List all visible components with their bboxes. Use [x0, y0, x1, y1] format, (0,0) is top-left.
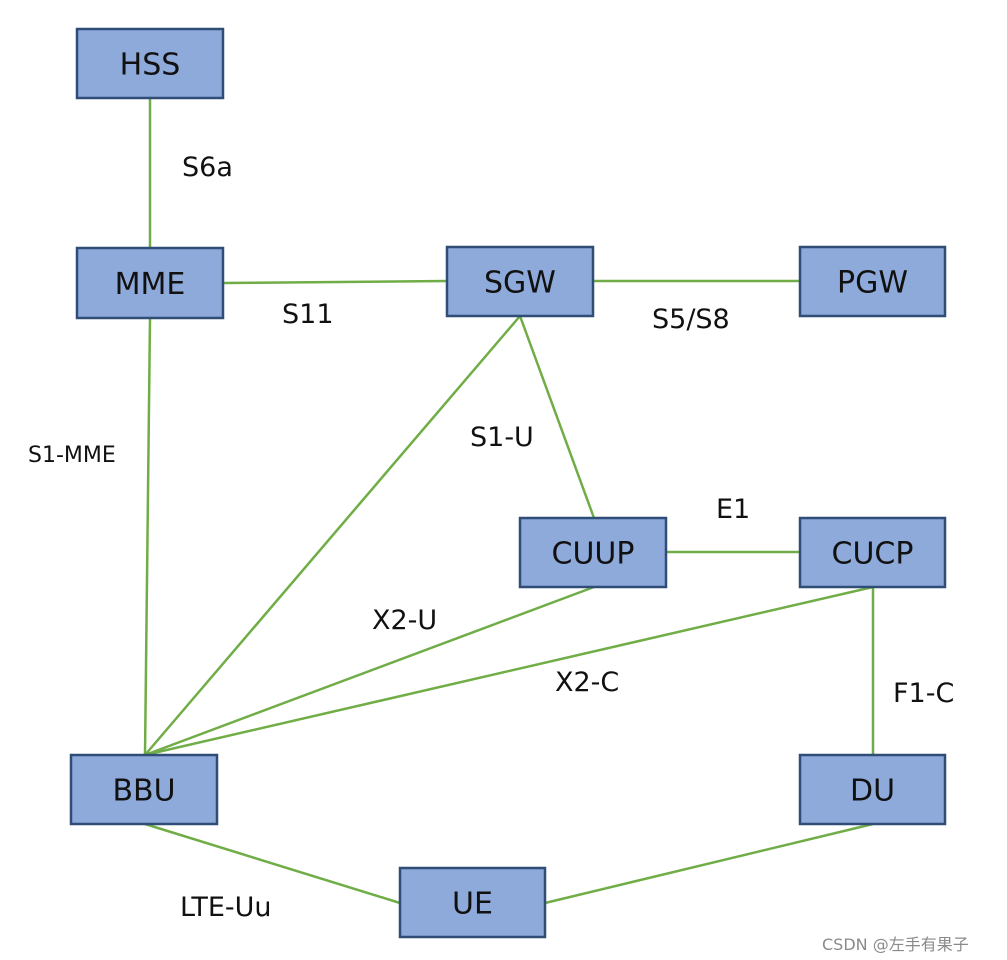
node-box-pgw: [798, 245, 947, 318]
link-duue: [544, 822, 874, 905]
link-label-s11: S11: [282, 299, 334, 330]
node-label-du: DU: [850, 774, 895, 809]
links-layer: [143, 98, 875, 905]
node-cuup: CUUP: [518, 516, 668, 589]
link-label-s5s8: S5/S8: [652, 304, 730, 335]
node-box-hss: [75, 27, 225, 100]
node-bbu: BBU: [69, 753, 219, 826]
node-label-cucp: CUCP: [832, 537, 914, 572]
node-box-sgw: [445, 245, 595, 318]
node-mme: MME: [75, 246, 225, 320]
node-label-mme: MME: [115, 267, 186, 302]
link-x2c: [144, 585, 874, 757]
node-ue: UE: [398, 866, 547, 939]
node-sgw: SGW: [445, 245, 595, 318]
link-label-e1: E1: [716, 494, 750, 525]
link-label-s1u: S1-U: [470, 422, 534, 453]
node-pgw: PGW: [798, 245, 947, 318]
node-box-bbu: [69, 753, 219, 826]
node-label-cuup: CUUP: [552, 537, 635, 572]
node-hss: HSS: [75, 27, 225, 100]
link-sgwbbu: [144, 315, 521, 756]
watermark: CSDN @左手有果子: [822, 935, 969, 954]
link-label-f1c: F1-C: [893, 678, 954, 709]
node-box-cucp: [798, 516, 947, 589]
link-s1u: [518, 315, 596, 519]
node-label-pgw: PGW: [837, 266, 908, 301]
node-cucp: CUCP: [798, 516, 947, 589]
link-label-s6a: S6a: [182, 152, 233, 183]
node-label-bbu: BBU: [112, 774, 175, 809]
link-s1mme: [143, 317, 152, 756]
node-label-sgw: SGW: [484, 266, 556, 301]
link-label-s1mme: S1-MME: [28, 443, 116, 468]
node-box-mme: [75, 246, 225, 320]
link-label-x2c: X2-C: [555, 667, 619, 698]
node-box-ue: [398, 866, 547, 939]
node-box-cuup: [518, 516, 668, 589]
link-s11: [222, 279, 448, 285]
node-du: DU: [798, 753, 947, 826]
link-label-lteuu: LTE-Uu: [180, 892, 272, 923]
link-x2u: [144, 585, 595, 757]
node-box-du: [798, 753, 947, 826]
link-lteuu: [144, 822, 401, 905]
nodes-layer: HSS MME SGW PGW CUUP CUCP BBU DU UE: [69, 27, 947, 939]
link-label-x2u: X2-U: [372, 605, 437, 636]
node-label-ue: UE: [452, 887, 493, 922]
node-label-hss: HSS: [120, 48, 181, 83]
